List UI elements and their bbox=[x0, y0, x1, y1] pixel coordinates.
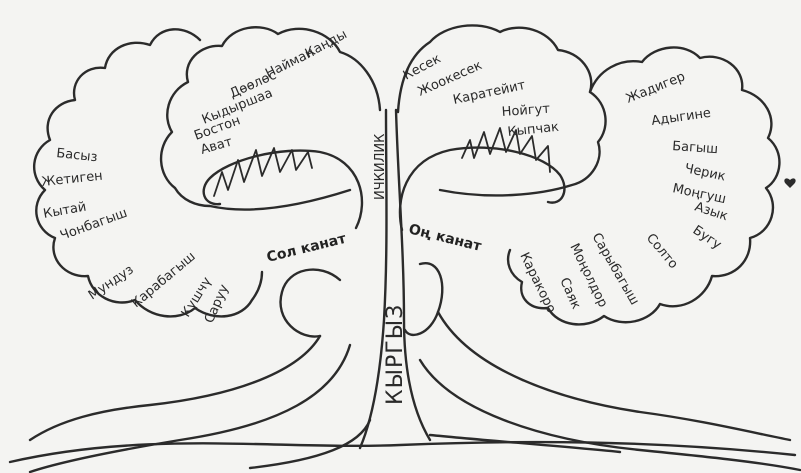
right-outer-tribe: Солто bbox=[643, 231, 681, 272]
right-outer-tribe: Багыш bbox=[672, 139, 719, 157]
center-label: ИЧКИЛИК bbox=[373, 134, 388, 200]
right-outer-tribe: Черик bbox=[683, 161, 727, 184]
left-outer-tribe: Жетиген bbox=[41, 169, 104, 190]
left-root-1 bbox=[30, 336, 320, 440]
right-outer-tribe: Адыгине bbox=[650, 106, 711, 129]
right-outer-tribe: Саяк bbox=[556, 276, 583, 312]
ground-line bbox=[10, 442, 795, 462]
trunk-label: КЫРГЫЗ bbox=[383, 304, 408, 405]
right-lower-curl bbox=[405, 263, 442, 335]
right-root-1 bbox=[438, 312, 790, 440]
left-lower-curl bbox=[281, 270, 340, 337]
right-upper-tribe: Кыпчак bbox=[507, 120, 560, 140]
left-outer-tribe: Мундуз bbox=[86, 262, 137, 303]
left-wing-label: Сол канат bbox=[265, 230, 349, 265]
right-outer-tribe: Бугу bbox=[690, 223, 724, 253]
right-upper-tribe: Нойгут bbox=[501, 102, 551, 120]
right-outer-tribe: Жадигер bbox=[624, 69, 688, 106]
edge-heart-mark bbox=[784, 178, 795, 188]
right-root-2 bbox=[420, 360, 800, 470]
right-wing-label: Оң канат bbox=[407, 221, 484, 255]
right-hook bbox=[400, 148, 564, 230]
left-outer-tribe: Кытай bbox=[42, 200, 87, 222]
left-upper-cloud bbox=[161, 27, 380, 209]
left-root-2 bbox=[30, 345, 350, 472]
left-outer-tribe: Басыз bbox=[56, 146, 99, 165]
